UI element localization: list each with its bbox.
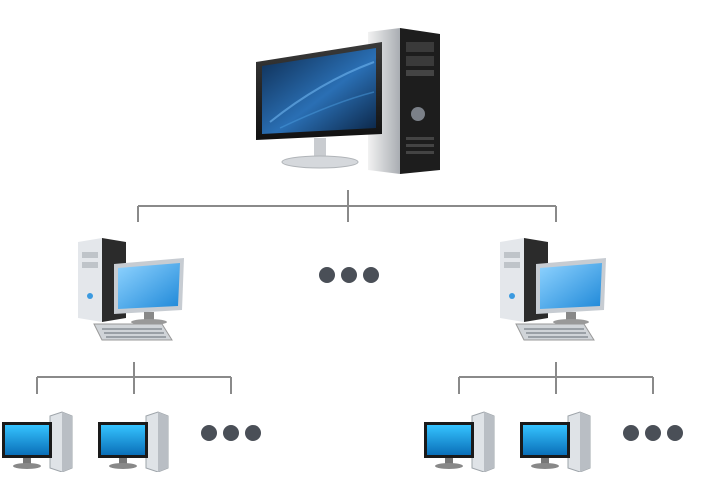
monitor-tower-icon	[424, 411, 495, 472]
desktop-computer-icon	[256, 28, 440, 174]
ellipsis-icon	[201, 425, 261, 441]
ellipsis-icon	[319, 267, 379, 283]
desktop-computer-icon	[78, 238, 184, 341]
desktop-computer-icon	[500, 238, 606, 341]
monitor-tower-icon	[2, 411, 73, 472]
monitor-tower-icon	[520, 411, 591, 472]
ellipsis-icon	[623, 425, 683, 441]
monitor-tower-icon	[98, 411, 169, 472]
